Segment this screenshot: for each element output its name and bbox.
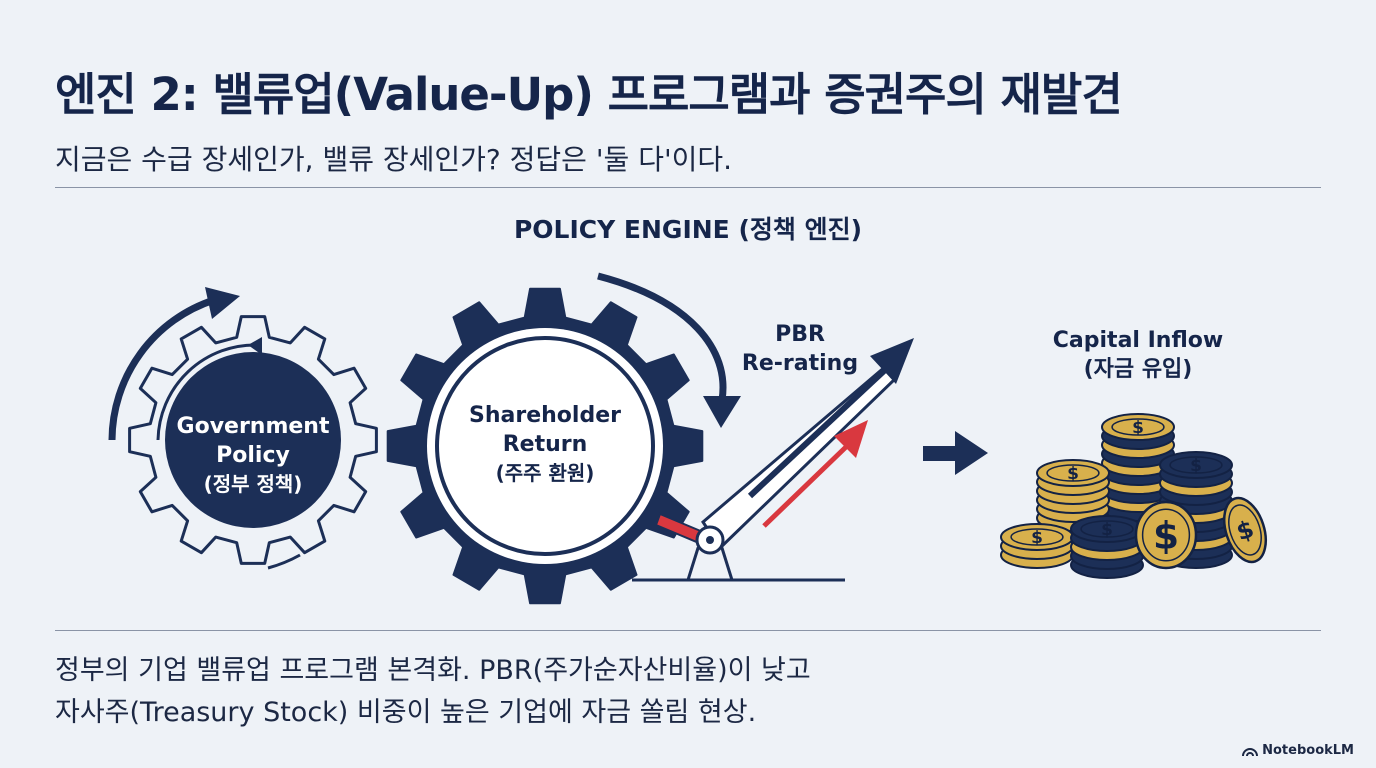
standing-coin-large: $ [1134, 500, 1198, 570]
footer-line-2: 자사주(Treasury Stock) 비중이 높은 기업에 자금 쏠림 현상. [55, 697, 757, 728]
coin [1134, 500, 1198, 570]
footer-description: 정부의 기업 밸류업 프로그램 본격화. PBR(주가순자산비율)이 낮고 자사… [55, 650, 1055, 734]
center-arrowhead-icon [703, 396, 741, 428]
rerating-arrowhead-icon [870, 338, 914, 384]
inflow-label-1: Capital Inflow [1053, 328, 1223, 353]
left-outer-rotation-arrow [108, 296, 216, 441]
coin [1223, 496, 1267, 564]
coin-face [1169, 456, 1223, 474]
coin-face [1046, 464, 1100, 482]
diagram-heading: POLICY ENGINE (정책 엔진) [514, 215, 862, 244]
standing-coin-right: $ [1223, 496, 1267, 564]
page-subtitle: 지금은 수급 장세인가, 밸류 장세인가? 정답은 '둘 다'이다. [55, 143, 733, 176]
lever-arm [701, 363, 899, 551]
coin-face [1111, 418, 1165, 436]
center-gear: Shareholder Return (주주 환원) [386, 287, 704, 605]
coin-face [1141, 508, 1191, 562]
lever-pivot-pin [706, 536, 714, 544]
coin-face [1080, 520, 1134, 538]
dollar-icon: $ [1031, 528, 1043, 548]
center-gear-inner-ring [435, 336, 655, 556]
lever-label-1: PBR [775, 322, 825, 347]
footer-line-1: 정부의 기업 밸류업 프로그램 본격화. PBR(주가순자산비율)이 낮고 [55, 655, 811, 686]
dollar-icon: $ [1067, 464, 1079, 484]
coin-face [1010, 528, 1064, 546]
coin-stack-front-center: $ [1070, 515, 1144, 579]
left-inner-arrowhead-icon [248, 337, 262, 355]
flow-arrow-icon [923, 431, 988, 475]
bottom-divider [55, 630, 1321, 631]
top-divider [55, 187, 1321, 188]
brand-name: NotebookLM [1262, 743, 1354, 758]
coin-stack-front-left: $ [1000, 523, 1074, 569]
dollar-icon: $ [1153, 514, 1179, 558]
lever-base [632, 546, 845, 582]
dollar-icon: $ [1101, 520, 1113, 540]
coin-face [1228, 504, 1262, 556]
center-gear-face [427, 328, 663, 564]
center-rotation-arrow [597, 272, 727, 401]
inflow-label-2: (자금 유입) [1084, 357, 1193, 382]
rerating-arrow-shaft [747, 367, 888, 499]
red-rise-arrow-shaft [762, 444, 849, 528]
page-title: 엔진 2: 밸류업(Value-Up) 프로그램과 증권주의 재발견 [55, 68, 1123, 121]
lever-label-2: Re-rating [742, 351, 858, 376]
notebooklm-logo-icon [1242, 747, 1259, 756]
left-gear-label-1: Government [177, 414, 330, 439]
left-gear-outline [128, 315, 378, 565]
policy-engine-diagram: POLICY ENGINE (정책 엔진) Government Policy … [108, 215, 1267, 605]
center-gear-label-2: Return [503, 432, 588, 457]
center-gear-label-1: Shareholder [469, 403, 621, 428]
center-gear-label-3: (주주 환원) [496, 461, 595, 485]
left-gear-hub [165, 352, 341, 528]
left-inner-rotation-arrow [156, 343, 259, 441]
dollar-icon: $ [1132, 418, 1144, 438]
left-lower-rotation-arrow [267, 553, 301, 570]
left-gear: Government Policy (정부 정책) [128, 315, 378, 565]
lever [632, 363, 899, 582]
left-outer-arrowhead-icon [205, 287, 240, 319]
coin-stacks: $ $ $ $ $ $ $ [1000, 413, 1267, 579]
left-gear-label-3: (정부 정책) [204, 472, 303, 496]
brand-watermark: NotebookLM [1242, 743, 1354, 758]
left-gear-label-2: Policy [216, 443, 290, 468]
dollar-icon: $ [1190, 456, 1202, 476]
red-rise-arrowhead-icon [834, 420, 868, 458]
